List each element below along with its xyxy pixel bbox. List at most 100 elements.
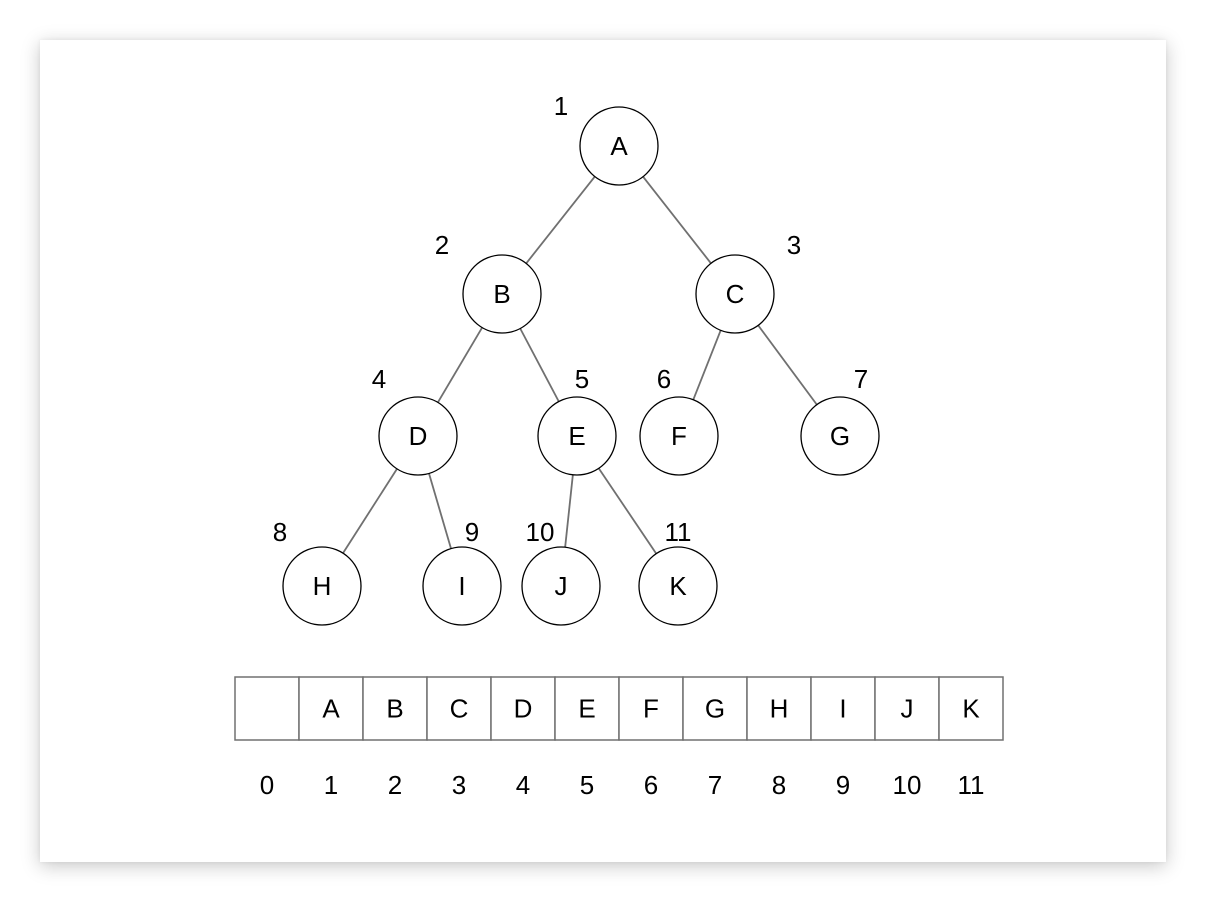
node-circle [800, 396, 880, 476]
array-cell-box [810, 676, 876, 741]
node-circle [537, 396, 617, 476]
node-circle [422, 546, 502, 626]
node-index-label: 8 [273, 517, 287, 547]
tree-edges [342, 176, 818, 555]
array-cell-box [426, 676, 492, 741]
tree-node-k: K 11 [638, 517, 718, 626]
array-cell-1: A [298, 676, 364, 741]
node-circle [282, 546, 362, 626]
node-index-label: 3 [787, 230, 801, 260]
tree-node-b: B2 [435, 230, 542, 334]
array-index-label: 8 [772, 770, 786, 800]
node-index-label: 7 [854, 364, 868, 394]
tree-node-h: H8 [273, 517, 362, 626]
edge-a-b [525, 176, 596, 264]
array-index-label: 5 [580, 770, 594, 800]
node-circle [579, 106, 659, 186]
node-label: C [726, 279, 745, 309]
array-cell-box [234, 676, 300, 741]
edge-a-c [642, 176, 712, 264]
edge-b-e [519, 328, 560, 402]
edge-b-d [437, 327, 483, 403]
edge-e-j [564, 474, 574, 548]
array-cell-box [874, 676, 940, 741]
array-cell-11: K [938, 676, 1004, 741]
array-cell-box [938, 676, 1004, 741]
array-cell-value: F [643, 694, 659, 724]
tree-node-g: G7 [800, 364, 880, 476]
array-index-label: 3 [452, 770, 466, 800]
tree-node-i: I9 [422, 517, 502, 626]
node-circle [521, 546, 601, 626]
array-index-label: 6 [644, 770, 658, 800]
array-cell-value: D [514, 694, 533, 724]
array-cell-value: J [901, 694, 914, 724]
node-circle [695, 254, 775, 334]
node-index-label: 9 [465, 517, 479, 547]
array-cell-3: C [426, 676, 492, 741]
array-cell-value: E [578, 694, 595, 724]
array-cell-box [362, 676, 428, 741]
edge-d-h [342, 468, 398, 554]
array-cell-7: G [682, 676, 748, 741]
array-cell-value: G [705, 694, 725, 724]
tree-node-j: J10 [521, 517, 601, 626]
array-cell-value: B [386, 694, 403, 724]
node-index-label: 11 [665, 517, 692, 547]
node-circle [462, 254, 542, 334]
array-cell-value: I [839, 694, 846, 724]
array-index-label: 7 [708, 770, 722, 800]
edge-e-k [598, 467, 657, 555]
array-cell-2: B [362, 676, 428, 741]
array-index-label: 0 [260, 770, 274, 800]
array-cell-0 [234, 676, 300, 741]
node-label: H [313, 571, 332, 601]
array-index-label: 11 [958, 770, 985, 800]
node-index-label: 2 [435, 230, 449, 260]
edge-d-i [428, 473, 452, 549]
array-cell-value: C [450, 694, 469, 724]
array-cell-10: J [874, 676, 940, 741]
array-cell-box [554, 676, 620, 741]
node-label: F [671, 421, 687, 451]
node-label: I [458, 571, 465, 601]
node-circle [638, 546, 718, 626]
node-label: A [610, 131, 628, 161]
tree-node-c: C3 [695, 230, 801, 334]
node-index-label: 1 [554, 91, 568, 121]
array-cell-4: D [490, 676, 556, 741]
node-circle [639, 396, 719, 476]
node-label: K [669, 571, 687, 601]
array-cell-8: H [746, 676, 812, 741]
tree-node-d: D4 [372, 364, 458, 476]
node-index-label: 4 [372, 364, 386, 394]
tree-node-a: A1 [554, 91, 659, 186]
array-index-label: 1 [324, 770, 338, 800]
array-index-label: 10 [893, 770, 922, 800]
edge-c-g [757, 324, 818, 406]
array-index-label: 2 [388, 770, 402, 800]
node-index-label: 5 [575, 364, 589, 394]
node-label: J [555, 571, 568, 601]
edge-c-f [692, 329, 722, 401]
array-cell-value: K [962, 694, 980, 724]
tree-node-f: F6 [639, 364, 719, 476]
array-cell-5: E [554, 676, 620, 741]
array-cell-value: H [770, 694, 789, 724]
array-index-label: 9 [836, 770, 850, 800]
node-index-label: 6 [657, 364, 671, 394]
tree-node-e: E5 [537, 364, 617, 476]
array-cell-box [490, 676, 556, 741]
node-label: B [493, 279, 510, 309]
node-label: D [409, 421, 428, 451]
node-label: E [568, 421, 585, 451]
node-circle [378, 396, 458, 476]
array-cell-value: A [322, 694, 340, 724]
array-cell-box [298, 676, 364, 741]
array-cell-6: F [618, 676, 684, 741]
node-index-label: 10 [526, 517, 555, 547]
